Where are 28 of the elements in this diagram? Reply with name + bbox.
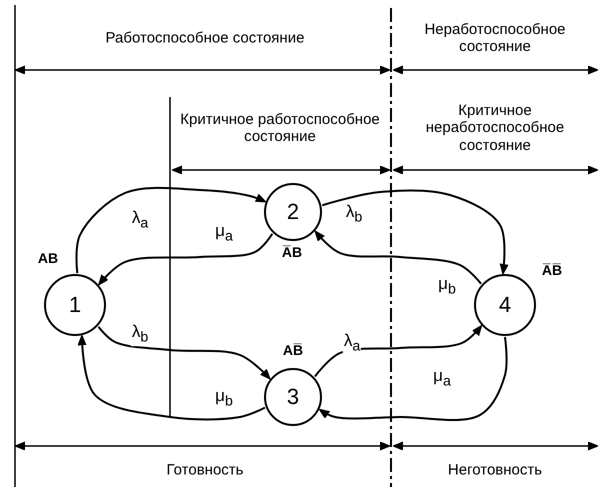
transition-arrow <box>318 336 508 421</box>
transition-arrow <box>98 233 274 286</box>
state-number: 4 <box>498 294 512 316</box>
state-code: A̅B̅ <box>542 262 562 278</box>
transition-arrow <box>78 334 266 420</box>
state-circle <box>44 274 106 336</box>
edge-label: λ$_{a}$ <box>342 331 362 355</box>
state-number: 3 <box>286 386 300 408</box>
zone-label: Неработоспособное состояние <box>423 20 567 56</box>
transition-arrow <box>314 230 482 284</box>
zone-label: Критичное неработоспособное состояние <box>424 102 566 154</box>
state-circle <box>264 368 322 426</box>
state-code: AB <box>38 250 58 266</box>
transition-arrow <box>314 324 482 378</box>
state-number: 1 <box>68 294 82 316</box>
zone-label: Неготовность <box>446 461 544 479</box>
transition-arrow <box>322 189 509 275</box>
state-circle <box>264 183 322 241</box>
zone-label: Критичное работоспособное состояние <box>180 110 380 146</box>
edge-label: λ$_{b}$ <box>130 322 150 346</box>
transition-arrow <box>98 326 271 380</box>
state-code: A̅B <box>282 244 302 260</box>
zone-label: Готовность <box>166 461 244 479</box>
transition-arrow <box>76 186 266 274</box>
zone-label: Работоспособное состояние <box>105 29 305 47</box>
state-code: AB̅ <box>282 342 304 358</box>
state-number: 2 <box>286 201 300 223</box>
state-circle <box>474 274 536 336</box>
